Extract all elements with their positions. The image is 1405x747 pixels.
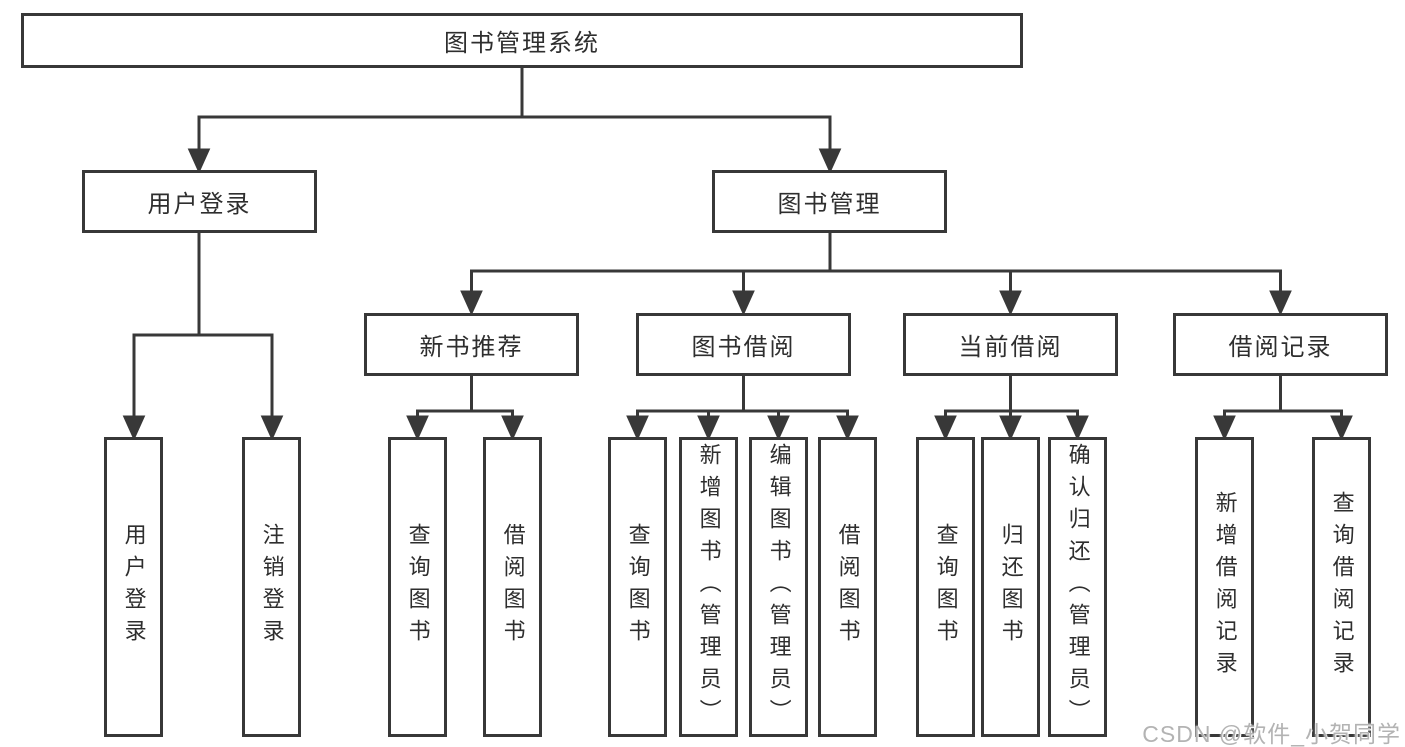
leaf-query-borrow-record: 查询借阅记录 — [1312, 437, 1371, 737]
node-label: 新增图书（管理员） — [696, 443, 722, 731]
node-label: 用户登录 — [121, 523, 147, 651]
node-label: 查询图书 — [933, 523, 959, 651]
node-label: 查询图书 — [405, 523, 431, 651]
leaf-return-books: 归还图书 — [981, 437, 1040, 737]
node-borrowing-records: 借阅记录 — [1173, 313, 1388, 376]
node-label: 归还图书 — [998, 523, 1024, 651]
node-book-management: 图书管理 — [712, 170, 947, 233]
node-label: 查询图书 — [625, 523, 651, 651]
node-label: 注销登录 — [259, 523, 285, 651]
leaf-query-books-current: 查询图书 — [916, 437, 975, 737]
node-label: 图书管理系统 — [444, 30, 600, 57]
leaf-add-borrow-record: 新增借阅记录 — [1195, 437, 1254, 737]
leaf-borrow-books-recommend: 借阅图书 — [483, 437, 542, 737]
leaf-user-login: 用户登录 — [104, 437, 163, 737]
node-label: 图书管理 — [777, 191, 882, 218]
leaf-query-books-borrowing: 查询图书 — [608, 437, 667, 737]
leaf-edit-books-admin: 编辑图书（管理员） — [749, 437, 808, 737]
csdn-watermark: CSDN @软件_小贺同学 — [1142, 721, 1401, 747]
node-label: 借阅图书 — [500, 523, 526, 651]
node-current-borrowing: 当前借阅 — [903, 313, 1118, 376]
node-label: 新增借阅记录 — [1212, 491, 1238, 683]
node-label: 查询借阅记录 — [1329, 491, 1355, 683]
node-label: 编辑图书（管理员） — [766, 443, 792, 731]
node-label: 新书推荐 — [419, 334, 524, 361]
node-label: 确认归还（管理员） — [1065, 443, 1091, 731]
node-library-management-system: 图书管理系统 — [21, 13, 1023, 68]
leaf-add-books-admin: 新增图书（管理员） — [679, 437, 738, 737]
node-label: 借阅记录 — [1228, 334, 1333, 361]
node-new-book-recommendation: 新书推荐 — [364, 313, 579, 376]
leaf-confirm-return-admin: 确认归还（管理员） — [1048, 437, 1107, 737]
leaf-borrow-books-borrowing: 借阅图书 — [818, 437, 877, 737]
leaf-logout: 注销登录 — [242, 437, 301, 737]
leaf-query-books-recommend: 查询图书 — [388, 437, 447, 737]
node-label: 借阅图书 — [835, 523, 861, 651]
node-label: 用户登录 — [147, 191, 252, 218]
node-label: 当前借阅 — [958, 334, 1063, 361]
node-user-login: 用户登录 — [82, 170, 317, 233]
node-book-borrowing: 图书借阅 — [636, 313, 851, 376]
node-label: 图书借阅 — [691, 334, 796, 361]
